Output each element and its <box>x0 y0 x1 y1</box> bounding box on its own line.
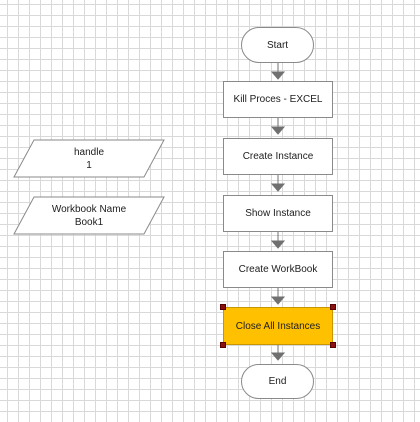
connector-arrow <box>270 183 286 192</box>
start-label: Start <box>266 39 289 51</box>
step-label: Close All Instances <box>235 320 321 332</box>
selection-handle-top-left[interactable] <box>220 304 226 310</box>
step-label: Kill Proces - EXCEL <box>233 94 323 105</box>
selection-handle-bottom-left[interactable] <box>220 342 226 348</box>
step-close-all-instances[interactable]: Close All Instances <box>223 307 333 345</box>
step-label: Show Instance <box>245 208 311 219</box>
variable-value: 1 <box>86 159 92 171</box>
variable-handle-shape <box>13 139 165 178</box>
variable-workbook-name[interactable]: Workbook Name Book1 <box>24 197 154 234</box>
connector-arrow <box>270 296 286 305</box>
step-create-workbook[interactable]: Create WorkBook <box>223 251 333 288</box>
connector-arrow <box>270 126 286 135</box>
step-label: Create Instance <box>242 151 314 162</box>
step-kill-process-excel[interactable]: Kill Proces - EXCEL <box>223 81 333 118</box>
end-label: End <box>268 376 287 387</box>
variable-value: Book1 <box>74 216 104 228</box>
connector-arrow <box>270 71 286 80</box>
variable-name: Workbook Name <box>51 203 127 215</box>
step-show-instance[interactable]: Show Instance <box>223 195 333 232</box>
step-create-instance[interactable]: Create Instance <box>223 138 333 175</box>
variable-handle[interactable]: handle 1 <box>24 140 154 177</box>
selection-handle-top-right[interactable] <box>330 304 336 310</box>
connector-arrow <box>270 352 286 361</box>
step-label: Create WorkBook <box>238 264 318 275</box>
start-node[interactable]: Start <box>241 27 314 63</box>
variable-workbook-shape <box>13 196 165 235</box>
selection-handle-bottom-right[interactable] <box>330 342 336 348</box>
connector-arrow <box>270 240 286 249</box>
variable-name: handle <box>73 146 105 158</box>
end-node[interactable]: End <box>241 364 314 399</box>
